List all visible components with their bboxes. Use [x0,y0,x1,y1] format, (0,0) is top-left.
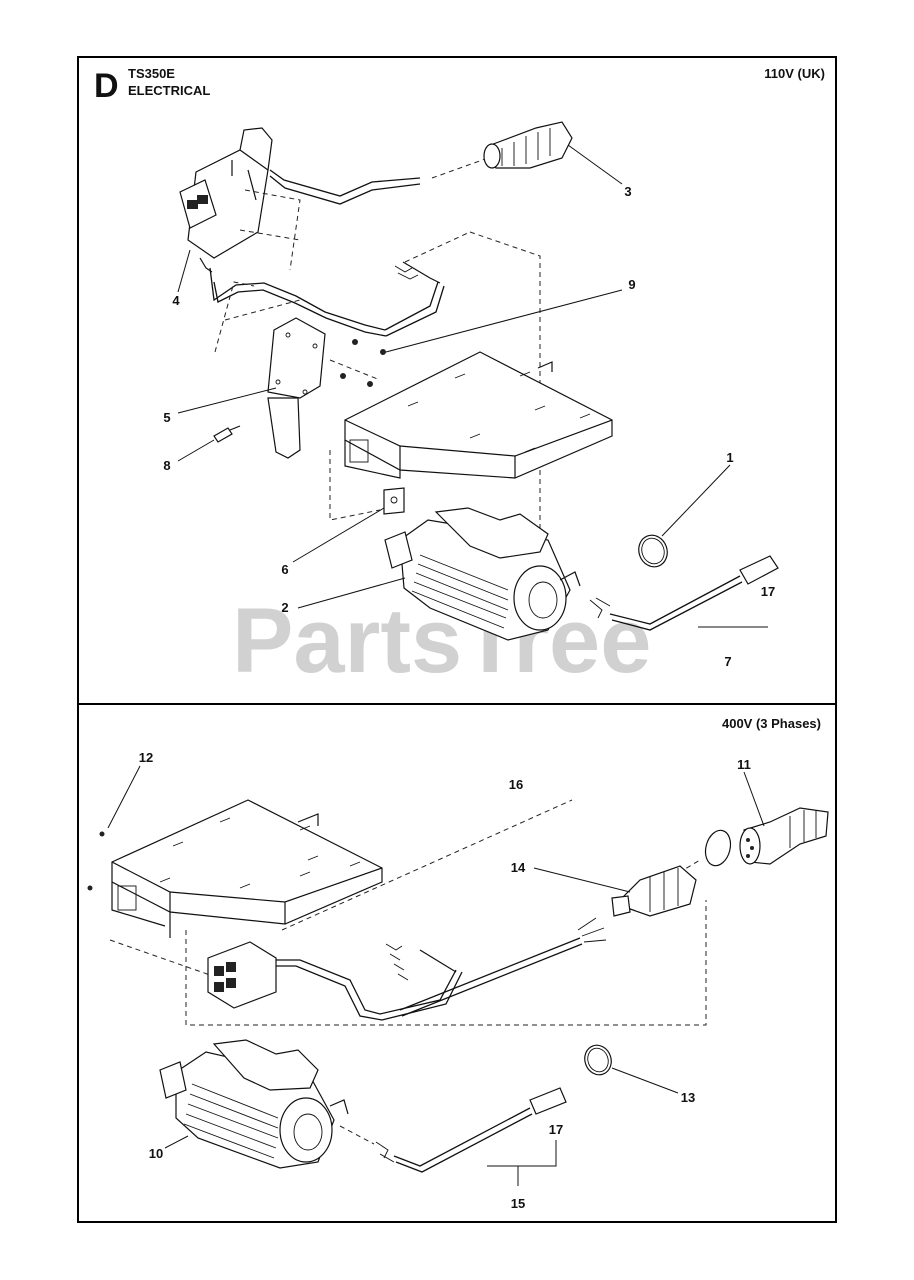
callout-12: 12 [139,750,153,765]
callout-6: 6 [281,562,288,577]
callout-10: 10 [149,1146,163,1161]
housing-bottom [87,799,383,938]
top-panel-label: 110V (UK) [764,66,825,81]
leader-1 [661,464,731,537]
cap-ring-bottom [704,829,732,867]
callout-3: 3 [624,184,631,199]
leader-9 [385,289,623,353]
mounting-plate-part-5 [267,317,326,459]
section-letter: D [94,67,119,105]
leader-11 [743,771,765,827]
callout-2: 2 [281,600,288,615]
motor-part-10 [159,1039,349,1169]
leader-12 [107,765,141,829]
callout-13: 13 [681,1090,695,1105]
plug-part-11 [739,807,829,865]
switch-box-part-4 [179,127,273,273]
callout-11: 11 [737,757,751,772]
motor-part-2 [384,507,581,641]
page-title: ELECTRICAL [128,83,210,98]
callout-1: 1 [726,450,733,465]
plug-part-3 [483,121,573,169]
bottom-motor-cable [339,1087,567,1173]
leader-10 [164,1135,189,1149]
callout-5: 5 [163,410,170,425]
model-number: TS350E [128,66,175,81]
callout-9: 9 [628,277,635,292]
tab-part-6 [383,487,405,515]
callout-16: 16 [509,777,523,792]
bracket-15 [487,1140,557,1186]
bottom-panel-frame [77,703,837,1223]
housing-top [344,351,613,479]
callout-7: 7 [724,654,731,669]
callout-15: 15 [511,1196,525,1211]
callout-8: 8 [163,458,170,473]
ring-part-1 [638,534,668,568]
supply-cable [269,157,489,205]
connector-part-14 [611,865,697,917]
leader-4 [177,249,191,293]
leader-5 [177,387,277,414]
bottom-panel-label: 400V (3 Phases) [722,716,821,731]
callout-14: 14 [511,860,526,875]
callout-17-bottom: 17 [549,1122,563,1137]
screw-part-8 [213,425,241,443]
leader-2 [297,577,406,609]
motor-cable [589,555,779,631]
switch-box-bottom [207,941,277,1009]
leader-3 [567,144,623,185]
leader-6 [292,507,385,563]
ring-part-13 [584,1044,612,1076]
callout-17-top: 17 [761,584,775,599]
wire-lead-9 [394,261,441,284]
leader-8 [177,439,215,462]
bottom-cable-frame [276,917,607,1021]
bracket-frame [209,267,445,337]
callout-4: 4 [172,293,180,308]
leader-13 [611,1067,679,1094]
leader-14 [533,867,631,893]
